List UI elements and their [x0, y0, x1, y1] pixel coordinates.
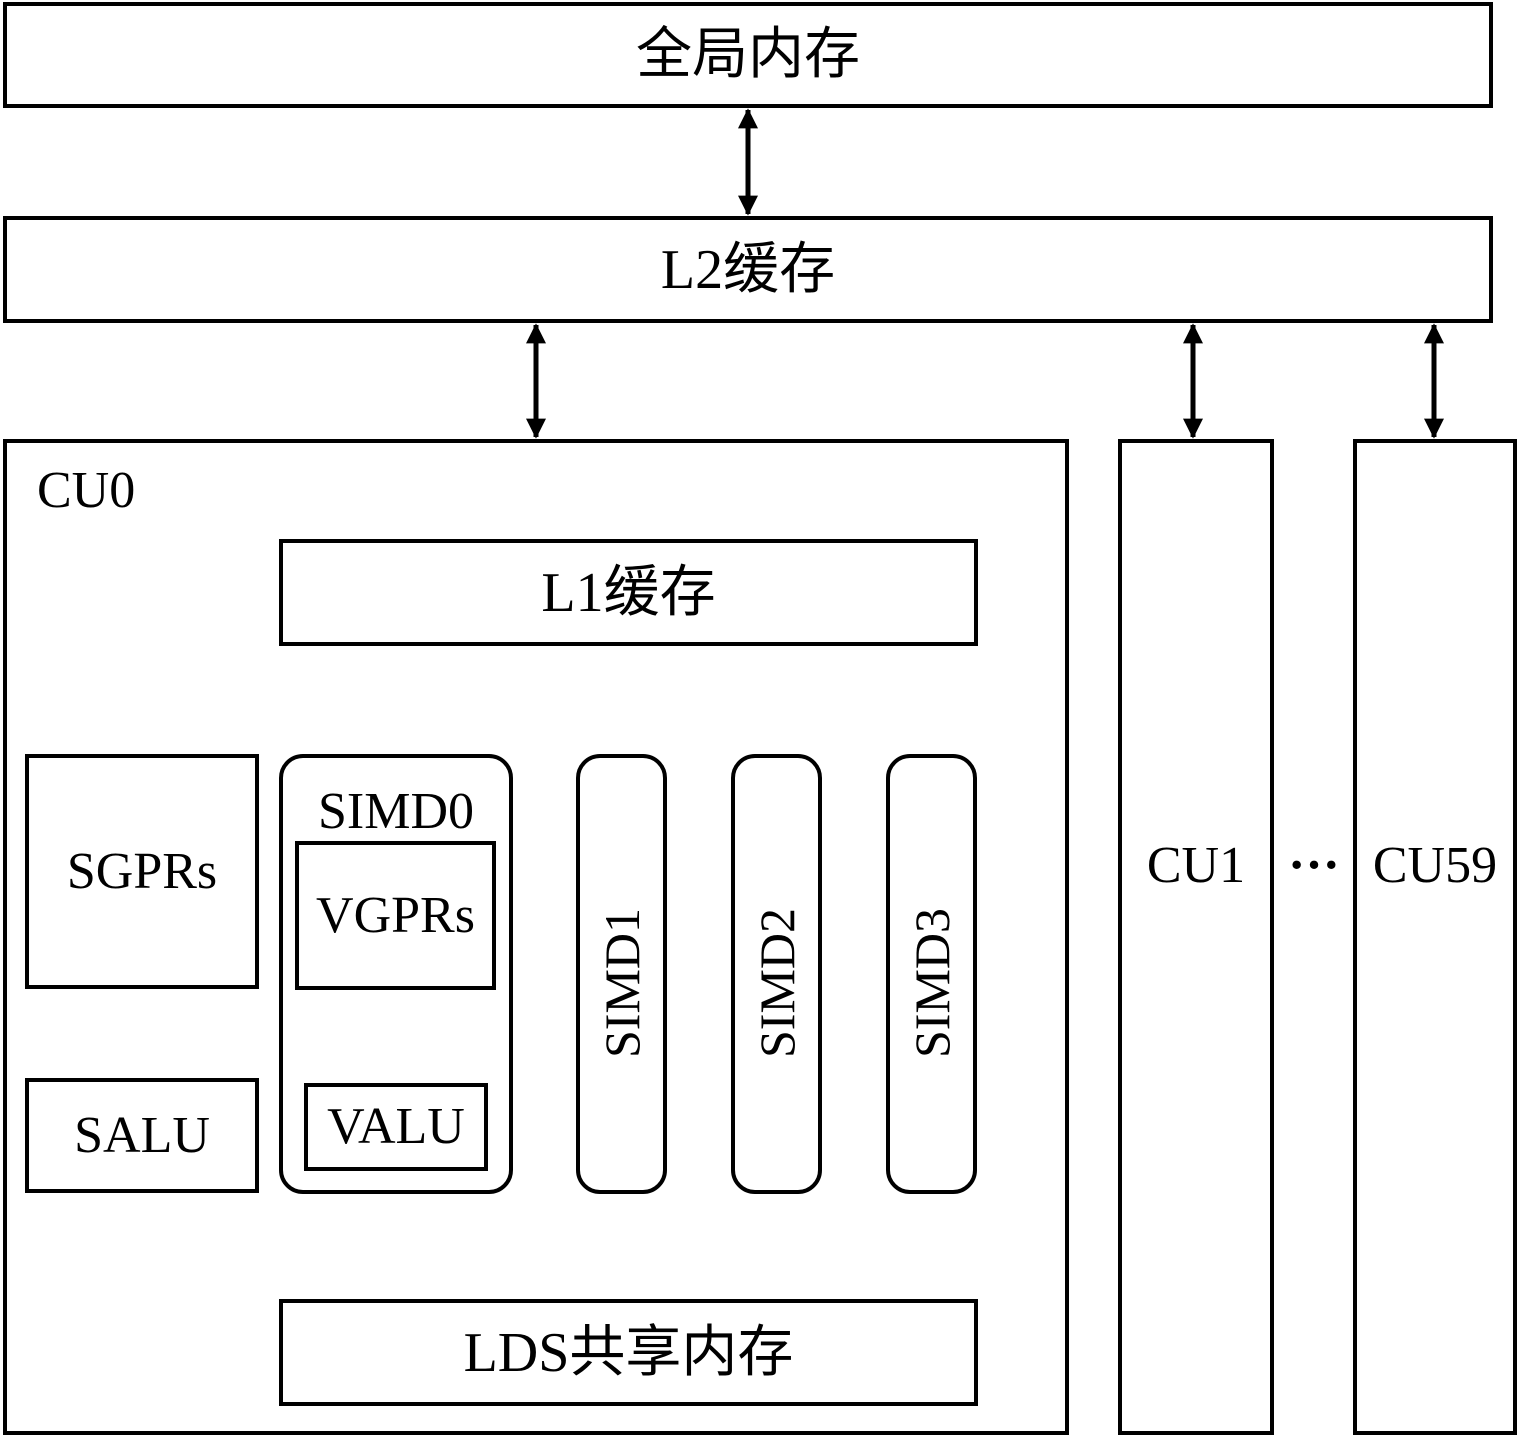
- l2-cache-label: L2缓存: [660, 238, 836, 301]
- sgprs-box: SGPRs: [25, 754, 259, 989]
- global-memory-label: 全局内存: [636, 24, 860, 86]
- l1-cache-label: L1缓存: [541, 561, 716, 624]
- l1-cache-box: L1缓存: [279, 539, 978, 646]
- simd3-label: SIMD3: [903, 907, 960, 1058]
- salu-box: SALU: [25, 1078, 259, 1193]
- simd2-label: SIMD2: [748, 907, 805, 1058]
- ellipsis: ···: [1287, 837, 1341, 894]
- cu59-label: CU59: [1372, 837, 1498, 894]
- simd1-label: SIMD1: [593, 907, 650, 1058]
- vgprs-box: VGPRs: [295, 841, 496, 990]
- l2-cache-box: L2缓存: [3, 216, 1493, 323]
- cu1-box: [1118, 439, 1274, 1435]
- cu59-box: [1353, 439, 1517, 1435]
- valu-label: VALU: [327, 1098, 465, 1155]
- lds-shared-memory-label: LDS共享内存: [463, 1321, 794, 1384]
- lds-shared-memory-box: LDS共享内存: [279, 1299, 978, 1406]
- salu-label: SALU: [74, 1106, 210, 1164]
- vgprs-label: VGPRs: [316, 886, 475, 944]
- simd0-title: SIMD0: [317, 783, 475, 840]
- global-memory-box: 全局内存: [3, 2, 1493, 108]
- simd1-box: SIMD1: [576, 754, 667, 1194]
- valu-box: VALU: [304, 1083, 488, 1171]
- cu0-title: CU0: [37, 462, 136, 519]
- sgprs-label: SGPRs: [66, 842, 218, 900]
- simd3-box: SIMD3: [886, 754, 977, 1194]
- cu1-label: CU1: [1146, 837, 1246, 894]
- simd2-box: SIMD2: [731, 754, 822, 1194]
